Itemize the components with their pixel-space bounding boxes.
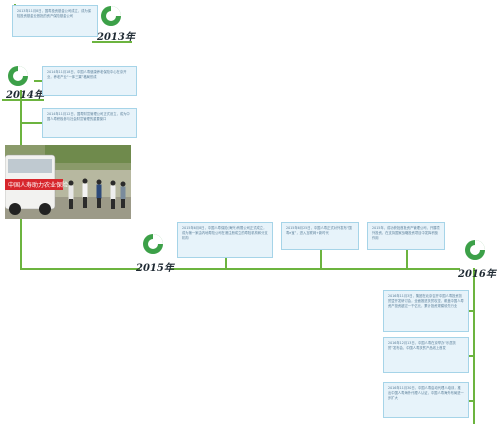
event-text: 2013年11月8日，国寿投资基金公司成立，成为保险投资基金业首批的资产保险基金… [17, 9, 92, 18]
china-life-logo-icon [101, 6, 121, 26]
connector-2016-1 [469, 310, 473, 312]
year-underline-2013 [92, 41, 132, 43]
event-text: 2016年11月3日，集团在北京召开中国人寿投资扶贫暨开发研讨会，全面推进扶贫攻… [388, 294, 464, 308]
connector-2016-3 [469, 400, 473, 402]
connector-2014-1 [34, 80, 42, 82]
event-card-2014-2: 2014年11月12日，国寿财富管理公司正式设立，成为中国人寿积极参与社会财富管… [42, 108, 137, 138]
event-card-2014-1: 2014年11月18日，中国人寿健康养老保险中心在京开业，养老产业“一体三翼”格… [42, 66, 137, 96]
event-text: 2015年6月25日，中国人寿正式对外发布“国寿e宝”，进入互联网+新时代 [286, 226, 352, 235]
event-card-2016-3: 2016年11月30日，中国人寿启动代理人培训，推出中国人寿海外代理人认证，中国… [383, 382, 469, 418]
photo-illustration: 中国人寿助力农业保险 [5, 145, 131, 219]
event-card-2016-1: 2016年11月3日，集团在北京召开中国人寿投资扶贫暨开发研讨会，全面推进扶贫攻… [383, 290, 469, 332]
connector-2015-1 [225, 258, 227, 268]
timeline-line-2016-drop [473, 268, 475, 424]
event-text: 2016年12月13日，中国人寿在京举办“乐居扶贫”发布会，中国人寿扶贫产品线上… [388, 341, 456, 350]
timeline-line-2015-horizontal [20, 268, 140, 270]
year-underline-2014 [2, 99, 44, 101]
event-photo: 中国人寿助力农业保险 [5, 145, 131, 219]
connector-2015-3 [406, 250, 408, 268]
event-text: 2014年11月18日，中国人寿健康养老保险中心在京开业，养老产业“一体三翼”格… [47, 70, 127, 79]
event-text: 2015年6月8日，中国人寿保险(海外)有限公司正式成立，成为第一家由内地寿险公… [182, 226, 268, 240]
event-card-2015-2: 2015年6月25日，中国人寿正式对外发布“国寿e宝”，进入互联网+新时代 [281, 222, 359, 250]
event-card-2015-1: 2015年6月8日，中国人寿保险(海外)有限公司正式成立，成为第一家由内地寿险公… [177, 222, 273, 258]
china-life-logo-icon [8, 66, 28, 86]
timeline-line-2015-to-2016 [170, 268, 460, 270]
connector-2015-2 [320, 250, 322, 268]
event-text: 2016年11月30日，中国人寿启动代理人培训，推出中国人寿海外代理人认证，中国… [388, 386, 464, 400]
event-card-2015-3: 2015年，成功获批首批资产管理公司，开展境外投资，在支持国家战略投资项目中发挥… [367, 222, 445, 250]
year-label-2015: 2015年 [136, 263, 174, 274]
event-text: 2015年，成功获批首批资产管理公司，开展境外投资，在支持国家战略投资项目中发挥… [372, 226, 440, 240]
photo-banner-text: 中国人寿助力农业保险 [8, 181, 68, 189]
china-life-logo-icon [465, 240, 485, 260]
event-text: 2014年11月12日，国寿财富管理公司正式设立，成为中国人寿积极参与社会财富管… [47, 112, 130, 121]
china-life-logo-icon [143, 234, 163, 254]
event-card-2016-2: 2016年12月13日，中国人寿在京举办“乐居扶贫”发布会，中国人寿扶贫产品线上… [383, 337, 469, 373]
connector-2016-2 [469, 355, 473, 357]
event-card-2013-1: 2013年11月8日，国寿投资基金公司成立，成为保险投资基金业首批的资产保险基金… [12, 5, 98, 37]
year-label-2014: 2014年 [6, 90, 44, 101]
year-label-2016: 2016年 [458, 269, 496, 280]
year-label-2013: 2013年 [97, 32, 135, 43]
connector-2014-2 [21, 122, 42, 124]
